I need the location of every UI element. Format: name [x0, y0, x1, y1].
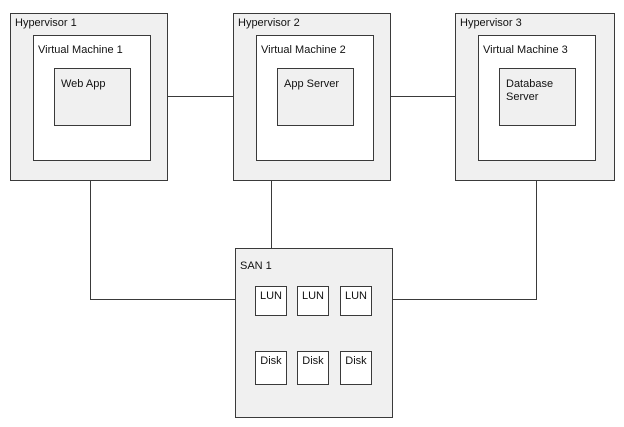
- hypervisor-1[interactable]: Hypervisor 1 Virtual Machine 1 Web App: [10, 13, 168, 181]
- disk-2-label: Disk: [302, 355, 324, 367]
- link-lun3-to-hypervisor3: [371, 181, 537, 300]
- disk-3[interactable]: Disk: [340, 351, 372, 385]
- virtual-machine-1[interactable]: Virtual Machine 1 Web App: [33, 35, 151, 161]
- lun-3[interactable]: LUN: [340, 286, 372, 316]
- hypervisor-1-label: Hypervisor 1: [15, 17, 77, 29]
- virtual-machine-3-label: Virtual Machine 3: [483, 44, 568, 56]
- disk-1-label: Disk: [260, 355, 282, 367]
- disk-3-label: Disk: [345, 355, 367, 367]
- virtual-machine-3[interactable]: Virtual Machine 3 Database Server: [478, 35, 596, 161]
- lun-1-label: LUN: [259, 290, 282, 302]
- virtual-machine-2-label: Virtual Machine 2: [261, 44, 346, 56]
- virtual-machine-2[interactable]: Virtual Machine 2 App Server: [256, 35, 374, 161]
- hypervisor-2[interactable]: Hypervisor 2 Virtual Machine 2 App Serve…: [233, 13, 391, 181]
- hypervisor-3-label: Hypervisor 3: [460, 17, 522, 29]
- virtual-machine-1-label: Virtual Machine 1: [38, 44, 123, 56]
- web-app-node[interactable]: Web App: [54, 68, 131, 126]
- hypervisor-3[interactable]: Hypervisor 3 Virtual Machine 3 Database …: [455, 13, 615, 181]
- app-server-node[interactable]: App Server: [277, 68, 354, 126]
- database-server-node[interactable]: Database Server: [499, 68, 576, 126]
- lun-1[interactable]: LUN: [255, 286, 287, 316]
- hypervisor-2-label: Hypervisor 2: [238, 17, 300, 29]
- app-server-label: App Server: [284, 78, 340, 90]
- lun-2[interactable]: LUN: [297, 286, 329, 316]
- lun-3-label: LUN: [344, 290, 367, 302]
- disk-1[interactable]: Disk: [255, 351, 287, 385]
- san-1[interactable]: SAN 1 LUN LUN LUN Disk Disk Disk: [235, 248, 393, 418]
- database-server-label: Database Server: [506, 78, 554, 103]
- disk-2[interactable]: Disk: [297, 351, 329, 385]
- lun-2-label: LUN: [301, 290, 324, 302]
- san-1-label: SAN 1: [240, 260, 272, 272]
- web-app-label: Web App: [61, 78, 106, 90]
- link-hypervisor1-to-lun1: [90, 181, 255, 300]
